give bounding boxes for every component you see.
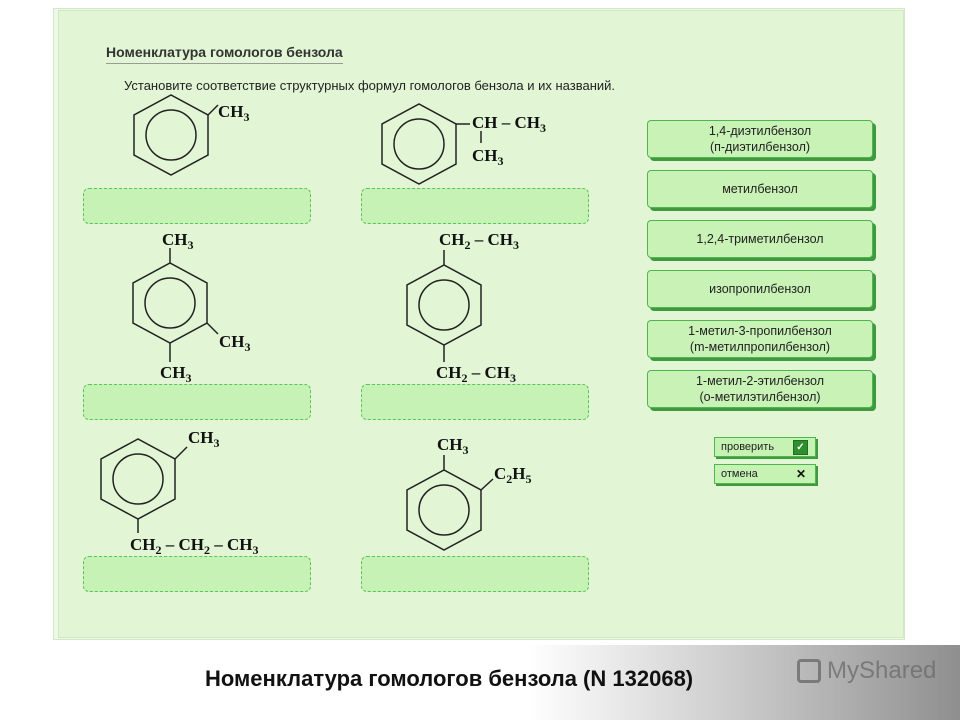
- answer-slot-6[interactable]: [361, 556, 589, 592]
- answer-slot-5[interactable]: [83, 556, 311, 592]
- check-button-label: проверить: [721, 441, 775, 453]
- option-sublabel: (о-метилэтилбензол): [699, 390, 821, 404]
- formula-subscript: 2: [204, 543, 210, 557]
- option-sublabel: (m-метилпропилбензол): [689, 340, 831, 354]
- svg-text:CH2 – CH3: CH2 – CH3: [436, 363, 516, 385]
- structure-diethylbenzene: CH2 – CH3 CH2 – CH3: [406, 230, 519, 385]
- formula-label: CH: [160, 363, 186, 382]
- benzene-ring-icon: [132, 248, 219, 362]
- answer-slot-2[interactable]: [361, 188, 589, 224]
- option-sublabel: (п-диэтилбензол): [709, 140, 811, 154]
- svg-text:CH3: CH3: [219, 332, 251, 354]
- formula-subscript: 3: [540, 121, 546, 135]
- formula-subscript: 3: [513, 238, 519, 252]
- formula-subscript: 3: [498, 154, 504, 168]
- cancel-button-label: отмена: [721, 468, 758, 480]
- formula-label: – CH: [162, 535, 205, 554]
- svg-text:CH3: CH3: [188, 428, 220, 450]
- svg-text:CH3: CH3: [162, 230, 194, 252]
- name-option-methylbenzene[interactable]: метилбензол: [647, 170, 873, 208]
- slide-caption: Номенклатура гомологов бензола (N 132068…: [205, 666, 694, 691]
- formula-subscript: 3: [244, 110, 250, 124]
- formula-subscript: 2: [462, 371, 468, 385]
- formula-label: – CH: [471, 230, 514, 249]
- formula-label: CH: [439, 230, 465, 249]
- name-option-isopropylbenzene[interactable]: изопропилбензол: [647, 270, 873, 308]
- structure-methylethylbenzene: CH3 C2H5: [406, 435, 532, 551]
- option-label: 1-метил-3-пропилбензол: [688, 324, 832, 338]
- formula-subscript: 3: [463, 443, 469, 457]
- benzene-ring-icon: [406, 455, 494, 551]
- structure-methylpropylbenzene: CH3 CH2 – CH2 – CH3: [100, 428, 259, 557]
- formula-label: CH: [437, 435, 463, 454]
- formula-subscript: 3: [510, 371, 516, 385]
- formula-subscript: 2: [156, 543, 162, 557]
- benzene-ring-icon: [133, 94, 219, 176]
- formula-label: CH: [130, 535, 156, 554]
- svg-text:CH2 – CH2 – CH3: CH2 – CH2 – CH3: [130, 535, 259, 557]
- svg-text:CH – CH3: CH – CH3: [472, 113, 546, 135]
- name-option-trimethylbenzene[interactable]: 1,2,4-триметилбензол: [647, 220, 873, 258]
- option-label: 1-метил-2-этилбензол: [695, 374, 825, 388]
- formula-label: CH: [162, 230, 188, 249]
- benzene-ring-icon: [406, 250, 482, 362]
- structure-trimethylbenzene: CH3 CH3 CH3: [132, 230, 251, 385]
- watermark: MyShared: [797, 657, 936, 685]
- formula-subscript: 3: [214, 436, 220, 450]
- formula-label: – CH: [468, 363, 511, 382]
- cancel-button[interactable]: отмена ✕: [714, 464, 816, 484]
- structure-isopropylbenzene: CH – CH3 CH3: [381, 103, 546, 185]
- formula-label: CH: [188, 428, 214, 447]
- formula-label: – CH: [210, 535, 253, 554]
- check-button[interactable]: проверить ✓: [714, 437, 816, 457]
- formula-subscript: 3: [186, 371, 192, 385]
- checkmark-icon: ✓: [793, 440, 808, 455]
- svg-text:CH2 – CH3: CH2 – CH3: [439, 230, 519, 252]
- benzene-ring-icon: [100, 438, 188, 533]
- answer-slot-1[interactable]: [83, 188, 311, 224]
- formula-subscript: 3: [253, 543, 259, 557]
- answer-slot-4[interactable]: [361, 384, 589, 420]
- watermark-text: MyShared: [827, 657, 937, 684]
- formula-label: H: [512, 464, 525, 483]
- formula-label: CH: [436, 363, 462, 382]
- formula-label: CH – CH: [472, 113, 540, 132]
- name-option-methylethylbenzene[interactable]: 1-метил-2-этилбензол (о-метилэтилбензол): [647, 370, 873, 408]
- svg-text:C2H5: C2H5: [494, 464, 532, 486]
- benzene-ring-icon: [381, 103, 482, 185]
- svg-text:CH3: CH3: [472, 146, 504, 168]
- formula-subscript: 2: [465, 238, 471, 252]
- option-label: метилбензол: [722, 182, 798, 196]
- formula-subscript: 3: [245, 340, 251, 354]
- page-title: Номенклатура гомологов бензола: [106, 44, 343, 64]
- formula-subscript: 5: [526, 472, 532, 486]
- formula-label: C: [494, 464, 506, 483]
- myshared-logo-icon: [797, 659, 821, 683]
- formula-subscript: 3: [188, 238, 194, 252]
- formula-label: CH: [218, 102, 244, 121]
- structural-formulas: CH3 CH – CH3 CH3 CH3 CH3 CH3: [100, 94, 546, 557]
- svg-text:CH3: CH3: [437, 435, 469, 457]
- cross-icon: ✕: [795, 467, 807, 481]
- svg-text:CH3: CH3: [160, 363, 192, 385]
- option-label: 1,2,4-триметилбензол: [696, 232, 824, 246]
- name-option-methylpropylbenzene[interactable]: 1-метил-3-пропилбензол (m-метилпропилбен…: [647, 320, 873, 358]
- option-label: изопропилбензол: [709, 282, 811, 296]
- task-instruction: Установите соответствие структурных форм…: [124, 78, 616, 93]
- name-option-diethylbenzene[interactable]: 1,4-диэтилбензол (п-диэтилбензол): [647, 120, 873, 158]
- formula-label: CH: [472, 146, 498, 165]
- answer-slot-3[interactable]: [83, 384, 311, 420]
- structure-toluene: CH3: [133, 94, 250, 176]
- formula-label: CH: [219, 332, 245, 351]
- svg-text:CH3: CH3: [218, 102, 250, 124]
- option-label: 1,4-диэтилбензол: [708, 124, 812, 138]
- formula-subscript: 2: [506, 472, 512, 486]
